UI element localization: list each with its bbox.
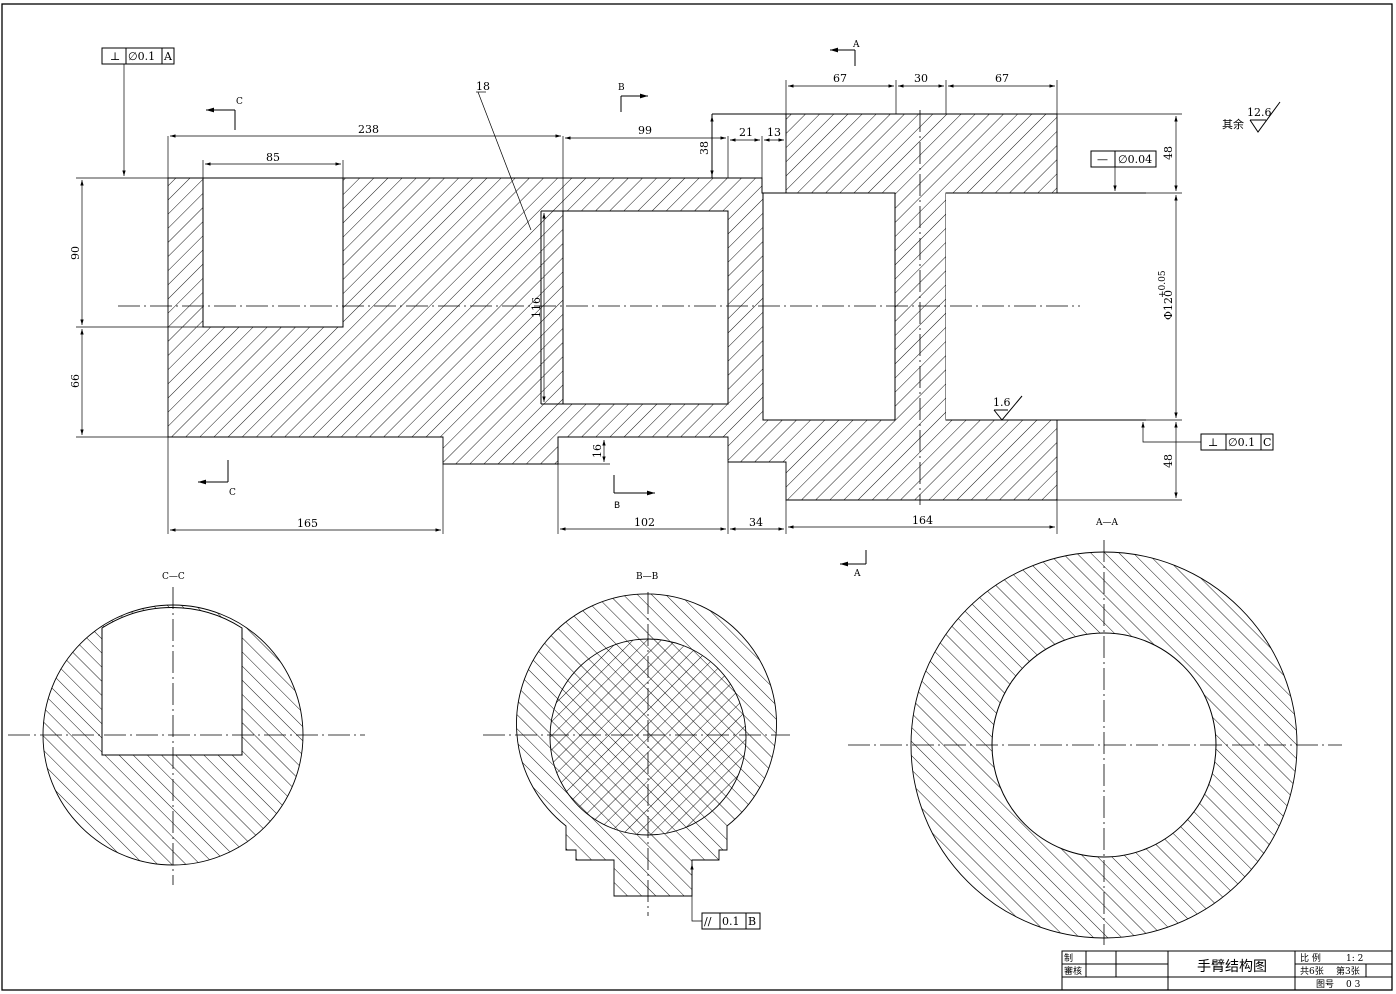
tb-sheet-number: 第3张 <box>1336 965 1360 977</box>
bb-title: B—B <box>636 572 659 582</box>
surface-rest-value: 12.6 <box>1247 106 1272 119</box>
title-block: 制 審核 手臂结构图 比 例 1: 2 共6张 第3张 图号 0 3 <box>1061 950 1393 991</box>
surface-finish-rest: 其余 12.6 <box>1222 101 1281 133</box>
section-c-top: C <box>236 97 243 107</box>
tb-sheet-total: 共6张 <box>1300 966 1324 977</box>
dim-bore-tol: +0.05 <box>1158 270 1168 298</box>
dim-16: 16 <box>591 444 604 458</box>
dim-66: 66 <box>69 374 82 388</box>
tol-tl-datum: A <box>163 50 173 63</box>
surface-finish-bore: 1.6 <box>993 395 1023 421</box>
left-pocket <box>202 177 344 328</box>
tolerance-frame-right-bottom: ⊥ ∅0.1 C <box>1141 422 1274 451</box>
tol-rt-symbol: — <box>1097 153 1108 166</box>
dim-67b: 67 <box>995 72 1009 85</box>
dim-67a: 67 <box>833 72 847 85</box>
section-a-bottom: A <box>853 569 861 579</box>
section-view-bb: B—B // 0.1 B <box>483 572 790 930</box>
surface-bore-value: 1.6 <box>993 396 1011 409</box>
dim-90: 90 <box>69 246 82 260</box>
dim-164: 164 <box>912 514 933 527</box>
tb-made-by: 制 <box>1064 952 1073 964</box>
dim-30: 30 <box>914 72 928 85</box>
tol-bb-value: 0.1 <box>722 915 740 928</box>
tol-rb-value: ∅0.1 <box>1228 436 1255 449</box>
main-sectional-view <box>118 110 1146 505</box>
bore-opening <box>946 193 1146 420</box>
tol-bb-datum: B <box>748 915 756 928</box>
section-a-top: A <box>852 40 860 50</box>
dim-85: 85 <box>266 151 280 164</box>
tb-checked-by: 審核 <box>1064 965 1082 977</box>
section-c-bottom: C <box>229 488 236 498</box>
tb-drawing-no-label: 图号 <box>1316 979 1334 990</box>
sheet-border <box>1 3 1393 991</box>
dim-99: 99 <box>638 124 652 137</box>
tol-bb-symbol: // <box>704 915 712 928</box>
tol-tl-value: ∅0.1 <box>128 50 155 63</box>
surface-rest-label: 其余 <box>1222 117 1244 131</box>
aa-title: A—A <box>1095 518 1118 528</box>
cc-title: C—C <box>162 572 185 582</box>
right-cavity <box>762 192 896 421</box>
tol-rt-value: ∅0.04 <box>1118 153 1152 166</box>
section-marks: A A B B C C <box>198 40 867 579</box>
section-view-cc: C—C <box>8 572 365 885</box>
tol-rb-datum: C <box>1263 436 1271 449</box>
tolerance-frame-right-top: — ∅0.04 <box>1090 150 1157 191</box>
tol-tl-symbol: ⊥ <box>110 50 120 63</box>
leader-18: 18 <box>476 80 490 93</box>
dim-116: 116 <box>530 297 543 318</box>
main-dimensions: 238 85 99 38 21 13 67 30 67 48 <box>69 72 1182 534</box>
dim-165: 165 <box>297 517 318 530</box>
tb-drawing-title: 手臂结构图 <box>1197 959 1267 975</box>
tb-scale-label: 比 例 <box>1300 952 1321 964</box>
dim-48a: 48 <box>1162 146 1175 160</box>
dim-21: 21 <box>739 126 753 139</box>
tolerance-frame-top-left: ⊥ ∅0.1 A <box>101 47 175 176</box>
tb-drawing-no-value: 0 3 <box>1346 980 1361 990</box>
dim-13: 13 <box>767 126 781 139</box>
section-view-aa: A—A <box>848 518 1342 945</box>
section-b-top: B <box>618 83 625 93</box>
dim-238: 238 <box>358 123 379 136</box>
middle-cavity <box>562 210 729 405</box>
tol-rb-symbol: ⊥ <box>1208 436 1218 449</box>
dim-102: 102 <box>634 516 655 529</box>
section-b-bottom: B <box>614 501 620 511</box>
dim-48b: 48 <box>1162 454 1175 468</box>
dim-bore: Φ120 <box>1162 290 1175 320</box>
tb-scale-value: 1: 2 <box>1346 954 1363 964</box>
dim-34: 34 <box>749 516 763 529</box>
dim-38: 38 <box>698 141 711 155</box>
